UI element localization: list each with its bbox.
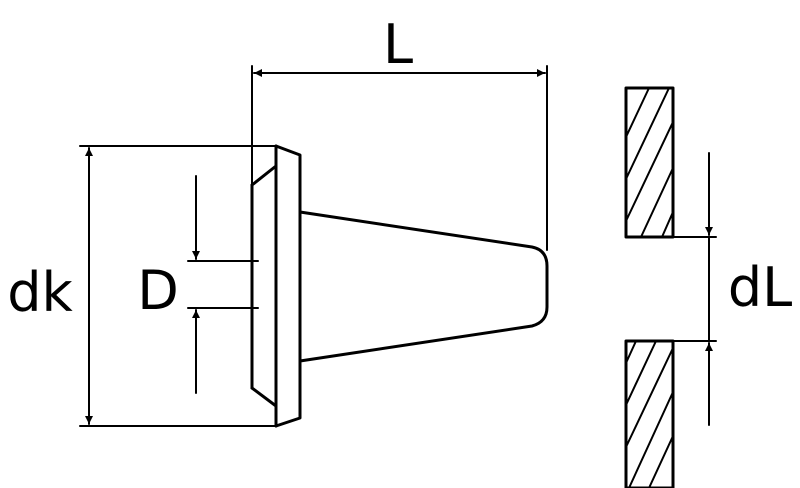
dimension-shank-diameter: D bbox=[137, 175, 259, 394]
plate-section bbox=[624, 86, 675, 488]
dimension-head-diameter: dk bbox=[7, 145, 277, 427]
rivet-head bbox=[250, 144, 302, 428]
plate-lower bbox=[624, 339, 675, 488]
rivet bbox=[250, 144, 549, 428]
dimension-length: L bbox=[251, 13, 548, 251]
label-head-diameter: dk bbox=[7, 261, 73, 324]
dimension-hole-diameter: dL bbox=[672, 152, 792, 426]
label-hole-diameter: dL bbox=[728, 256, 792, 319]
label-length: L bbox=[383, 13, 413, 76]
rivet-shank bbox=[298, 210, 549, 363]
label-shank-diameter: D bbox=[137, 259, 179, 322]
plate-upper bbox=[624, 86, 675, 239]
